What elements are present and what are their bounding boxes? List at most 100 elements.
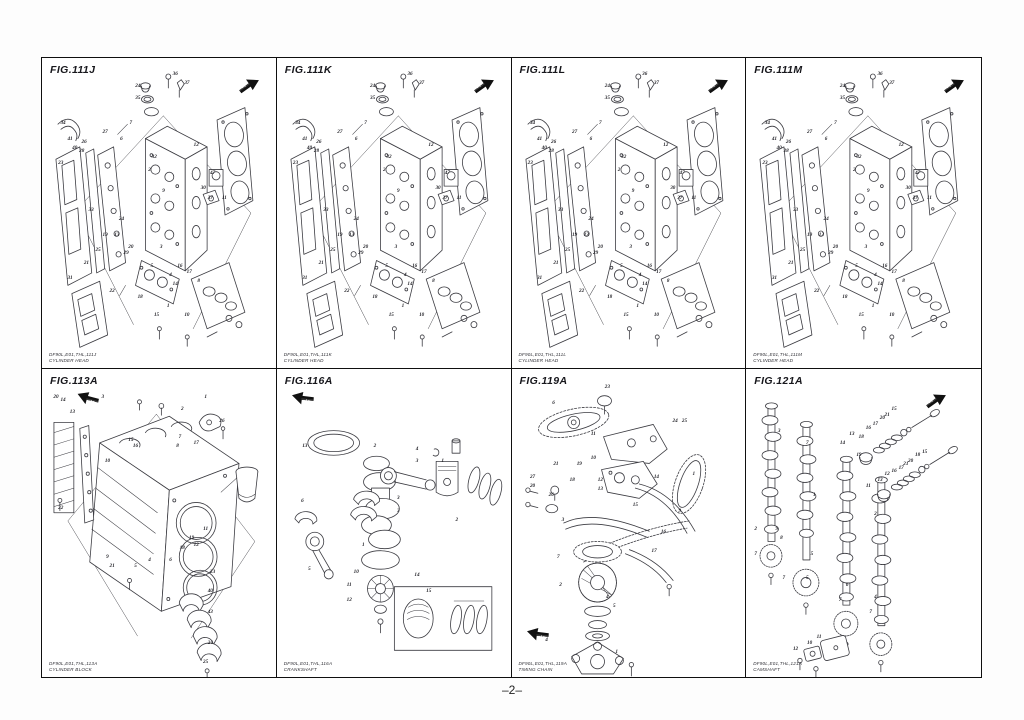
figure-title: FIG.111K [284, 64, 332, 76]
part-callout: 7 [178, 433, 182, 440]
part-callout: 37 [419, 79, 425, 86]
part-callout: 30 [670, 185, 676, 192]
part-callout: 13 [877, 476, 883, 483]
part-callout: 18 [858, 433, 864, 440]
part-callout: 5 [308, 566, 311, 573]
part-callout: 8 [176, 443, 179, 449]
part-callout: 19 [189, 535, 195, 542]
part-callout: 40 [72, 144, 78, 151]
part-callout: 28 [79, 148, 85, 154]
part-callout: 12 [346, 597, 352, 603]
part-callout: 4 [874, 593, 877, 600]
caption-model-codes: DF90L,E01,THL,111J [49, 351, 97, 357]
part-callout: 8 [780, 535, 783, 542]
part-callout: 11 [926, 194, 932, 201]
part-callout: 47 [210, 169, 216, 176]
part-callout: 11 [203, 526, 209, 533]
part-callout: 30 [905, 185, 911, 192]
part-callout: 34 [764, 120, 770, 127]
part-callout: 4 [545, 637, 548, 644]
part-callout: 33 [323, 206, 329, 213]
part-callout: 15 [922, 449, 928, 456]
part-callout: 32 [621, 154, 627, 161]
part-callout: 10 [184, 312, 190, 319]
part-callout: 40 [541, 144, 547, 151]
part-callout: 27 [807, 129, 813, 136]
part-callout: 17 [193, 439, 199, 446]
part-callout: 5 [385, 262, 388, 269]
part-callout: 10 [104, 458, 111, 465]
caption-part-name: TIMING CHAIN [518, 666, 553, 672]
part-callout: 35 [135, 95, 141, 102]
part-callout: 17 [421, 268, 427, 275]
part-callout: 27 [529, 473, 536, 480]
part-callout: 41 [536, 135, 543, 142]
part-callout: 3 [561, 516, 565, 523]
figure-caption: DF90L,E01,THL,116A CRANKSHAFT [284, 661, 332, 673]
part-callout: 2 [874, 510, 877, 517]
part-callout: 9 [106, 553, 109, 560]
part-callout: 11 [221, 194, 227, 201]
part-callout: 32 [151, 154, 157, 161]
part-callout: 25 [799, 247, 806, 254]
part-callout: 24 [353, 216, 359, 223]
part-callout: 28 [548, 148, 554, 154]
part-callout: 40 [306, 144, 313, 151]
part-callout: 10 [807, 640, 813, 647]
part-callout: 19 [576, 461, 582, 468]
page-number: –2– [501, 683, 523, 697]
part-callout: 15 [426, 587, 432, 594]
part-callout: 37 [653, 79, 660, 86]
part-callout: 11 [865, 483, 871, 490]
part-callout: 27 [337, 129, 343, 136]
part-callout: 11 [816, 633, 822, 640]
part-callout: 18 [915, 452, 921, 459]
part-callout: 26 [316, 138, 322, 145]
figure-caption: DF90L,E01,THL,119A TIMING CHAIN [519, 661, 567, 673]
part-callout: 20 [907, 458, 914, 465]
part-callout: 13 [69, 409, 75, 416]
part-callout: 15 [153, 312, 160, 319]
part-callout: 17 [656, 268, 662, 275]
part-callout: 16 [646, 262, 652, 269]
part-callout: 12 [193, 541, 199, 548]
part-callout: 30 [435, 185, 441, 192]
part-callout: 14 [653, 473, 660, 480]
part-callout: 10 [590, 455, 596, 462]
part-callout: 40 [776, 144, 782, 151]
part-callout: 20 [529, 483, 536, 490]
part-callout: 18 [607, 293, 613, 300]
part-callout: 40 [207, 587, 213, 594]
caption-part-name: CAMSHAFT [753, 666, 781, 672]
part-callout: 2 [455, 516, 459, 523]
figure-title: FIG.111M [754, 64, 803, 76]
figure-title: FIG.111J [50, 64, 96, 76]
part-callout: 21 [109, 563, 115, 570]
part-callout: 3 [394, 244, 398, 251]
caption-model-codes: DF90L,E01,THL,111M [753, 351, 803, 357]
part-callout: 4 [606, 593, 609, 600]
part-callout: 7 [782, 575, 786, 582]
part-callout: 18 [569, 476, 575, 483]
part-callout: 41 [771, 135, 777, 142]
caption-part-name: CYLINDER HEAD [283, 357, 324, 363]
part-callout: 12 [898, 141, 904, 148]
part-callout: 11 [346, 581, 352, 588]
part-callout: 10 [889, 312, 895, 319]
part-callout: 16 [882, 262, 888, 269]
part-callout: 12 [663, 141, 669, 148]
part-callout: 43 [207, 609, 213, 616]
part-callout: 24 [135, 82, 141, 89]
part-callout: 31 [771, 275, 777, 282]
part-callout: 26 [550, 138, 557, 145]
part-callout: 20 [128, 244, 134, 251]
part-callout: 12 [193, 141, 199, 148]
part-callout: 24 [823, 216, 829, 223]
